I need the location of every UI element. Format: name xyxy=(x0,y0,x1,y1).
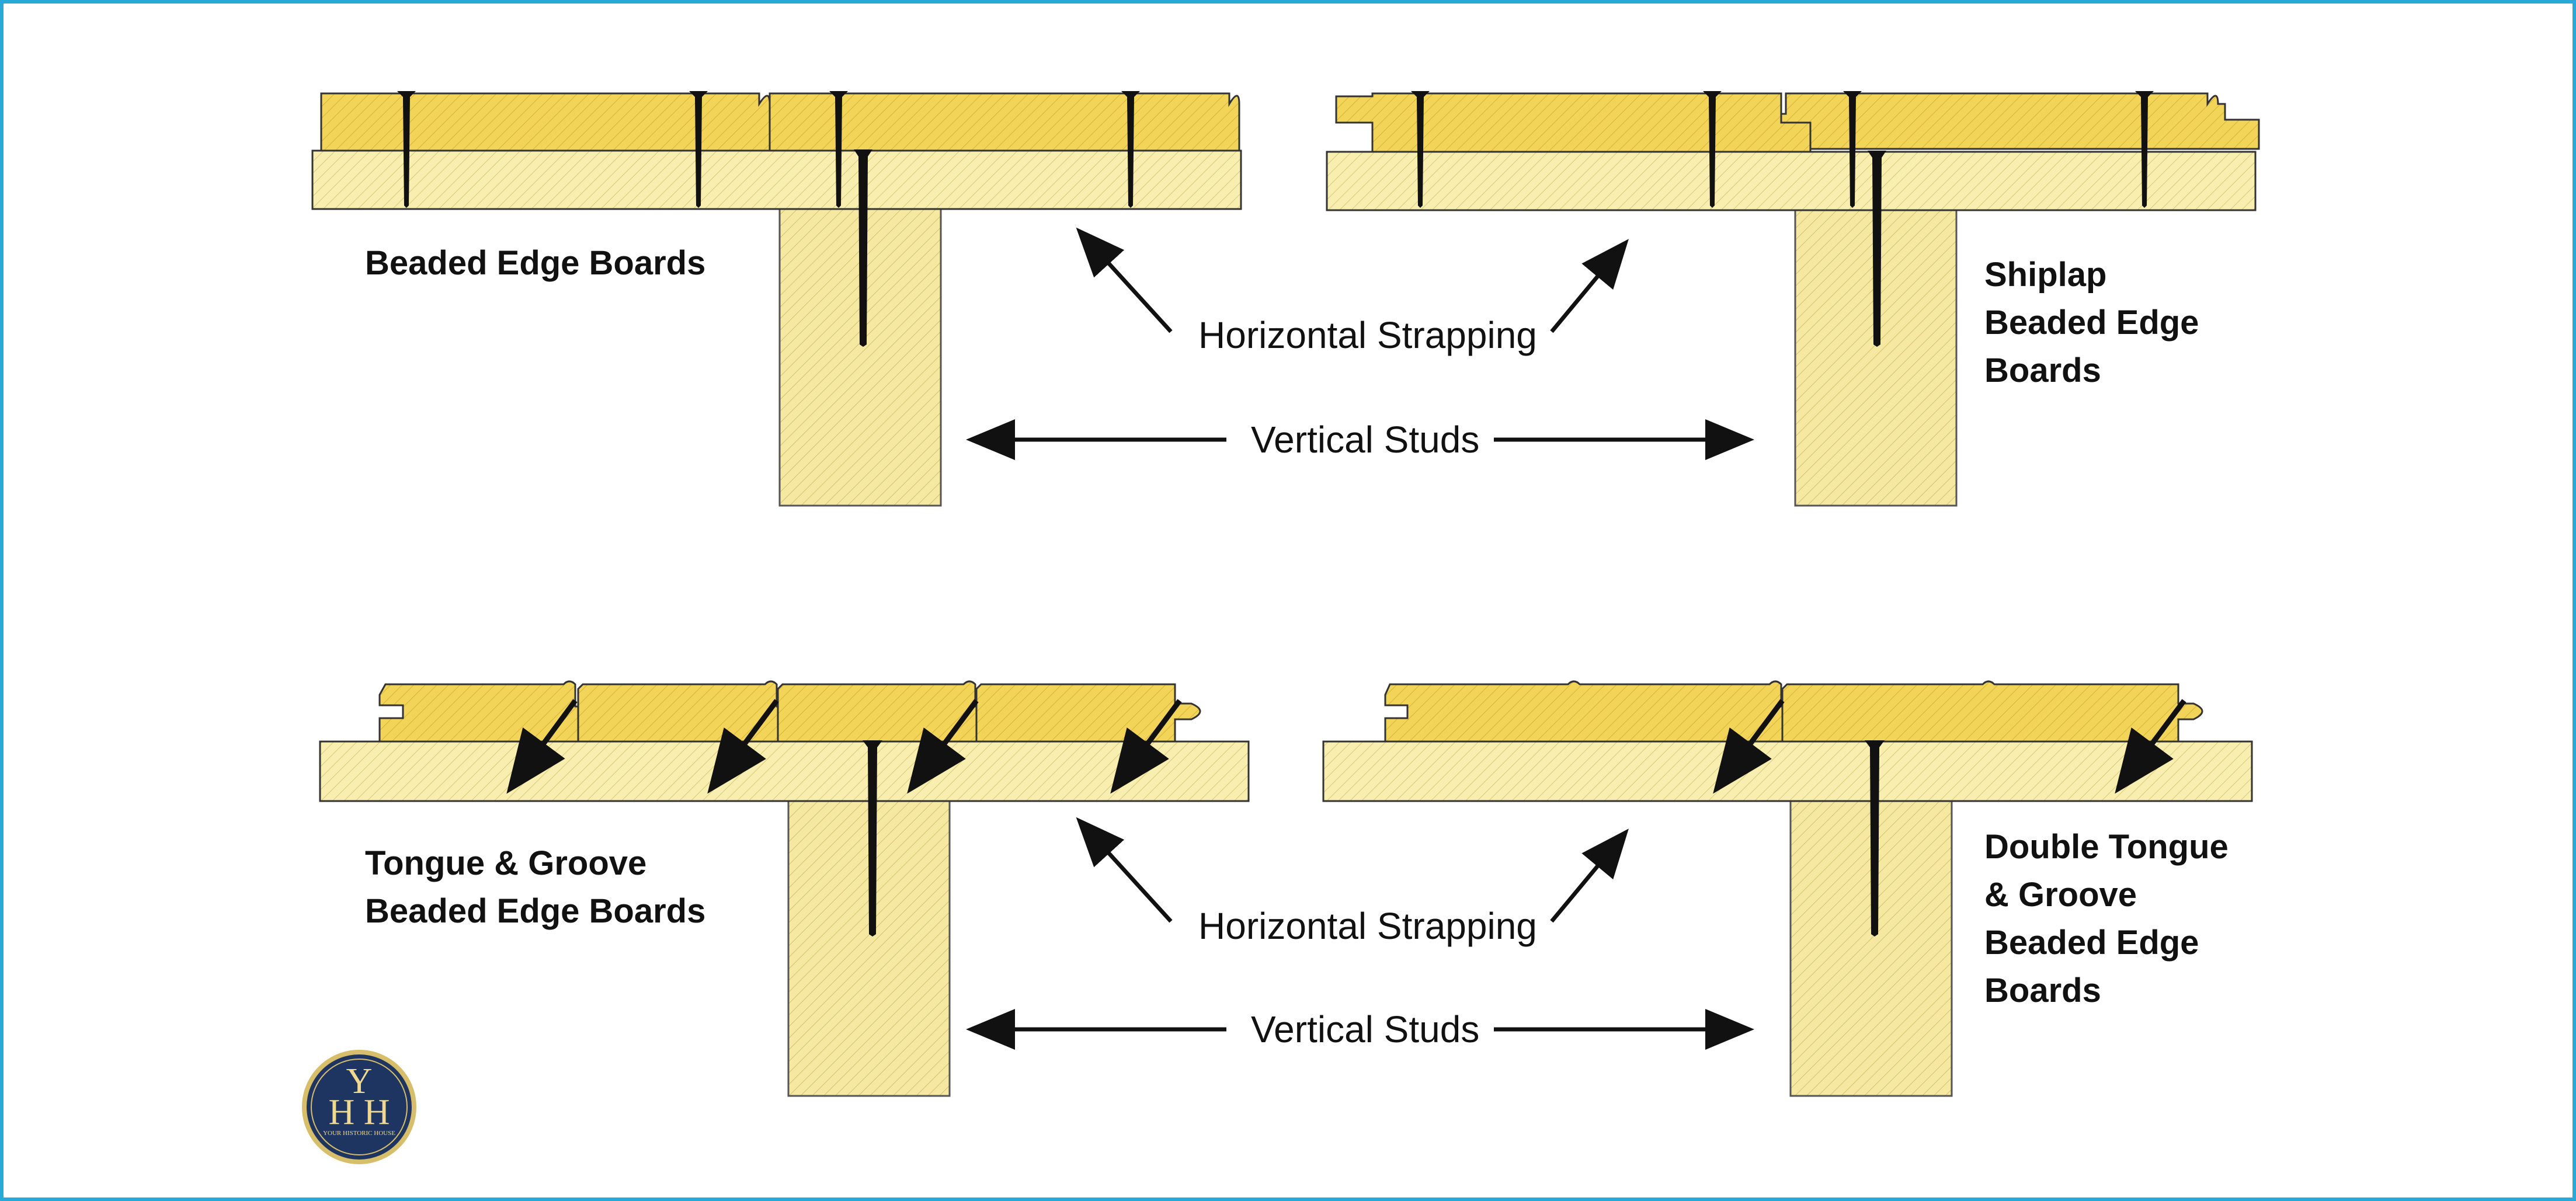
finish-board xyxy=(378,680,603,743)
nail xyxy=(1868,151,1886,347)
nail xyxy=(689,91,708,208)
nail xyxy=(1703,91,1722,208)
nail xyxy=(829,91,848,208)
nail xyxy=(707,699,779,794)
nail xyxy=(907,699,979,794)
panel-double-tongue-groove: Double Tongue & Groove Beaded Edge Board… xyxy=(1322,680,2253,1097)
arrow-strapping-right xyxy=(1550,828,1629,923)
panel-label-line: Shiplap xyxy=(1984,256,2106,294)
yhh-logo-icon: Y H H YOUR HISTORIC HOUSE xyxy=(302,1050,416,1164)
nail xyxy=(2115,699,2186,794)
finish-board xyxy=(1781,680,2203,743)
nail-group xyxy=(397,91,1140,347)
logo-letter-top: Y xyxy=(346,1061,373,1101)
panel-label-line: Beaded Edge xyxy=(1984,924,2199,962)
nail-group xyxy=(1713,699,2186,937)
arrow-strapping-left xyxy=(1076,817,1173,923)
nail xyxy=(863,740,882,937)
panel-label-line: Double Tongue xyxy=(1984,828,2229,866)
nail xyxy=(1843,91,1862,208)
panel-label-line: Tongue & Groove xyxy=(365,844,646,882)
nail xyxy=(2135,91,2154,208)
nail xyxy=(1713,699,1785,794)
nail-group xyxy=(506,699,1182,937)
strapping-top-left xyxy=(311,149,1242,210)
label-vertical-studs: Vertical Studs xyxy=(1251,419,1479,461)
nail xyxy=(397,91,416,208)
finish-board xyxy=(975,683,1201,743)
strapping-bottom-left xyxy=(319,740,1250,802)
finish-board xyxy=(1384,680,1807,743)
nail xyxy=(1865,740,1885,937)
logo-motto: YOUR HISTORIC HOUSE xyxy=(323,1130,395,1137)
panel-label-line: Boards xyxy=(1984,972,2101,1009)
panel-label: Beaded Edge Boards xyxy=(365,244,705,282)
label-horizontal-strapping: Horizontal Strapping xyxy=(1198,905,1537,947)
nail xyxy=(506,699,578,794)
bottom-annotations: Horizontal Strapping Vertical Studs xyxy=(966,817,1754,1050)
label-horizontal-strapping: Horizontal Strapping xyxy=(1198,314,1537,356)
nail xyxy=(1411,91,1430,208)
finish-board xyxy=(1335,92,1812,153)
strapping-top-right xyxy=(1326,151,2257,211)
finish-board xyxy=(769,92,1240,152)
panel-tongue-groove: Tongue & Groove Beaded Edge Boards xyxy=(319,680,1250,1097)
nail xyxy=(1110,699,1182,794)
panel-label: Shiplap Beaded Edge Boards xyxy=(1984,256,2209,389)
nail xyxy=(1121,91,1140,208)
panel-shiplap: Shiplap Beaded Edge Boards xyxy=(1326,91,2260,507)
panel-label: Double Tongue & Groove Beaded Edge Board… xyxy=(1984,828,2238,1009)
logo-letters-bottom: H H xyxy=(328,1092,390,1132)
finish-board xyxy=(1780,92,2260,150)
top-annotations: Horizontal Strapping Vertical Studs xyxy=(966,227,1754,461)
nail-group xyxy=(1411,91,2154,347)
arrow-strapping-right xyxy=(1550,239,1629,333)
panel-beaded-edge: Beaded Edge Boards xyxy=(311,91,1242,507)
label-vertical-studs: Vertical Studs xyxy=(1251,1008,1479,1050)
strapping-bottom-right xyxy=(1322,740,2253,802)
panel-label-line: Boards xyxy=(1984,351,2101,389)
panel-label: Tongue & Groove Beaded Edge Boards xyxy=(365,844,705,930)
nail xyxy=(854,149,872,347)
logo-disc xyxy=(307,1054,412,1160)
panel-label-line: Beaded Edge Boards xyxy=(365,244,705,282)
arrow-strapping-left xyxy=(1076,227,1173,333)
panel-label-line: & Groove xyxy=(1984,876,2137,914)
panel-label-line: Beaded Edge Boards xyxy=(365,892,705,930)
finish-board xyxy=(320,92,781,152)
panel-label-line: Beaded Edge xyxy=(1984,304,2199,342)
logo-inner-ring xyxy=(311,1059,408,1155)
